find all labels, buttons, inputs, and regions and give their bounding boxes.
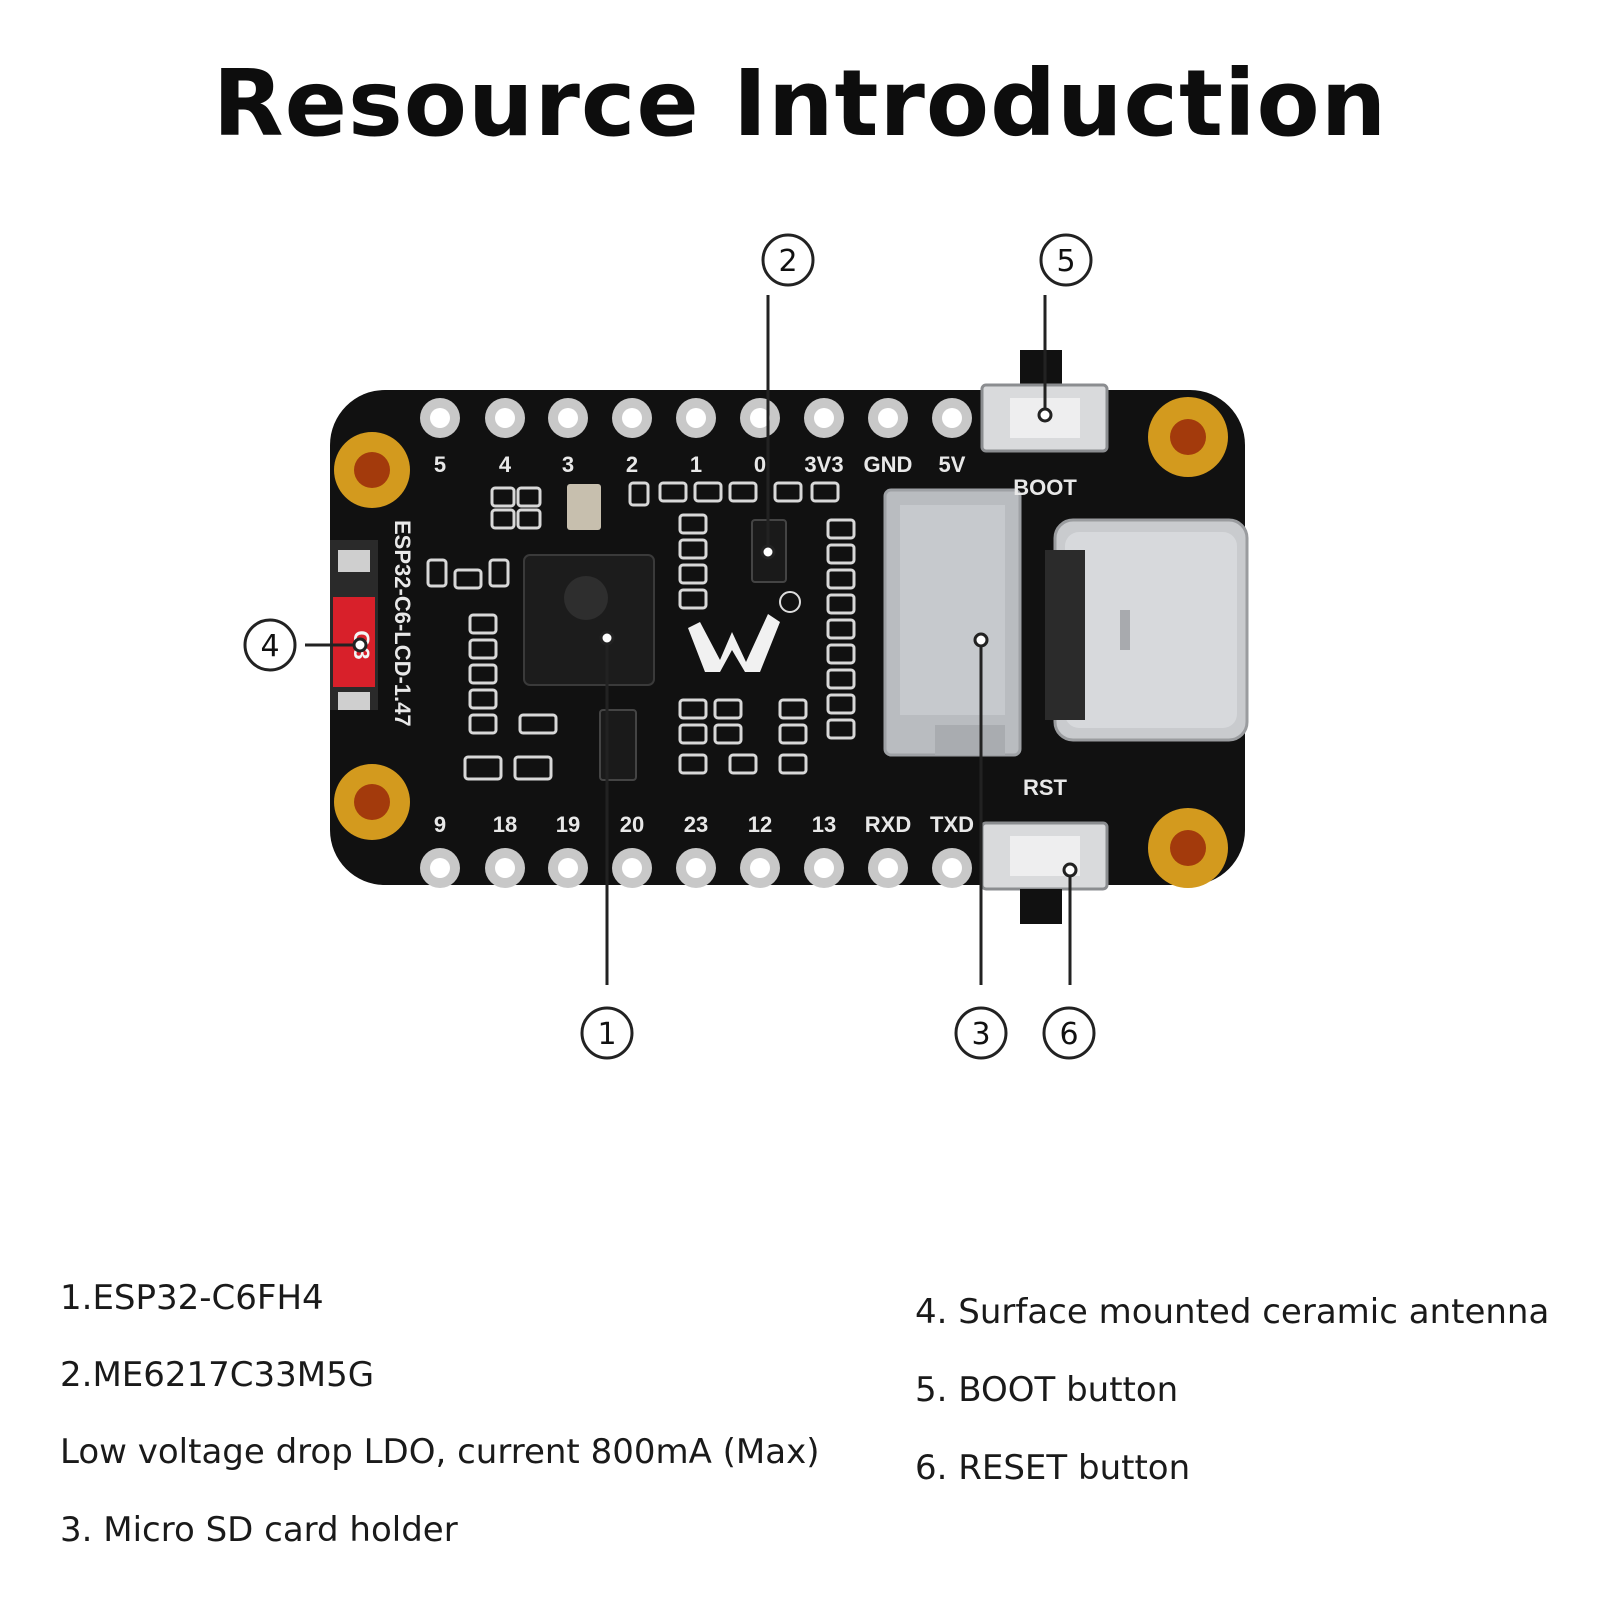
- callout-3-text: 3: [971, 1017, 990, 1052]
- mounting-hole-top-right: [1148, 397, 1228, 477]
- callout-4-text: 4: [260, 629, 279, 664]
- mounting-hole-bottom-right: [1148, 808, 1228, 888]
- callout-6: 6: [1042, 1006, 1096, 1060]
- bottom-header-pin-label: 13: [812, 812, 836, 837]
- callout-4: 4: [243, 618, 297, 672]
- bottom-header-pin-label: 18: [493, 812, 517, 837]
- callout-2: 2: [761, 233, 815, 287]
- bottom-header-pin-label: TXD: [930, 812, 974, 837]
- top-header-pad: [612, 398, 652, 438]
- mounting-hole-top-left: [334, 432, 410, 508]
- callout-5: 5: [1039, 233, 1093, 287]
- top-header-pin-label: 3: [562, 452, 574, 477]
- callout-2-text: 2: [778, 244, 797, 279]
- callout-5-text: 5: [1056, 244, 1075, 279]
- top-header-pin-label: 5V: [939, 452, 966, 477]
- micro-sd-holder: [883, 488, 1022, 757]
- bottom-header-pin-label: 23: [684, 812, 708, 837]
- page-title: Resource Introduction: [212, 50, 1388, 157]
- top-header-pin-label: 1: [690, 452, 702, 477]
- bottom-header-pad: [740, 848, 780, 888]
- top-header-pin-label: 2: [626, 452, 638, 477]
- mosfet: [599, 709, 637, 781]
- legend-left-item: 3. Micro SD card holder: [60, 1510, 458, 1550]
- esp32-chip: [523, 554, 655, 686]
- bottom-header-pin-label: 20: [620, 812, 644, 837]
- bottom-header-pin-label: RXD: [865, 812, 911, 837]
- callout-6-text: 6: [1059, 1017, 1078, 1052]
- callout-3: 3: [954, 1006, 1008, 1060]
- legend-right-item: 5. BOOT button: [915, 1370, 1179, 1410]
- smd-components: [426, 481, 856, 781]
- waveshare-logo: [688, 591, 801, 672]
- bottom-header-pin-label: 12: [748, 812, 772, 837]
- boot-label: BOOT: [1013, 475, 1077, 500]
- bottom-header-pad: [804, 848, 844, 888]
- legend-left-item: Low voltage drop LDO, current 800mA (Max…: [60, 1432, 820, 1472]
- top-header-pad: [932, 398, 972, 438]
- bottom-header-pad: [932, 848, 972, 888]
- top-header-pin-label: 3V3: [804, 452, 843, 477]
- bottom-header-pad: [868, 848, 908, 888]
- bottom-header-pin-label: 19: [556, 812, 580, 837]
- top-header-pad: [804, 398, 844, 438]
- legend-right-item: 6. RESET button: [915, 1448, 1191, 1488]
- legend-left-item: 2.ME6217C33M5G: [60, 1355, 375, 1395]
- top-header-pin-label: 4: [499, 452, 512, 477]
- top-header-pin-label: 0: [754, 452, 766, 477]
- legend-right-item: 4. Surface mounted ceramic antenna: [915, 1292, 1550, 1332]
- bottom-pin-labels: 9 18 19 20 23 12 13 RXD TXD: [434, 812, 974, 837]
- reset-button: [980, 821, 1109, 924]
- top-pin-labels: 5 4 3 2 1 0 3V3 GND 5V: [434, 452, 966, 477]
- ceramic-antenna: G3: [330, 540, 378, 710]
- legend-left-item: 1.ESP32-C6FH4: [60, 1278, 324, 1318]
- bottom-header-pin-label: 9: [434, 812, 446, 837]
- top-header-pin-label: 5: [434, 452, 446, 477]
- bottom-header-pad: [485, 848, 525, 888]
- top-header-pad: [548, 398, 588, 438]
- top-header-pads: [420, 398, 972, 438]
- callout-1-text: 1: [597, 1017, 616, 1052]
- bottom-header-pad: [420, 848, 460, 888]
- top-header-pad: [420, 398, 460, 438]
- bottom-header-pad: [676, 848, 716, 888]
- top-header-pad: [676, 398, 716, 438]
- rst-label: RST: [1023, 775, 1068, 800]
- top-header-pad: [485, 398, 525, 438]
- crystal: [567, 484, 601, 530]
- usb-c-connector: [1045, 518, 1249, 742]
- mounting-hole-bottom-left: [334, 764, 410, 840]
- board-silkscreen-name: ESP32-C6-LCD-1.47: [390, 520, 415, 727]
- bottom-header-pad: [548, 848, 588, 888]
- bottom-header-pads: [420, 848, 972, 888]
- top-header-pad: [868, 398, 908, 438]
- bottom-header-pad: [612, 848, 652, 888]
- callout-lines: [305, 295, 1078, 985]
- top-header-pin-label: GND: [864, 452, 913, 477]
- top-header-pad: [740, 398, 780, 438]
- callout-1: 1: [580, 1006, 634, 1060]
